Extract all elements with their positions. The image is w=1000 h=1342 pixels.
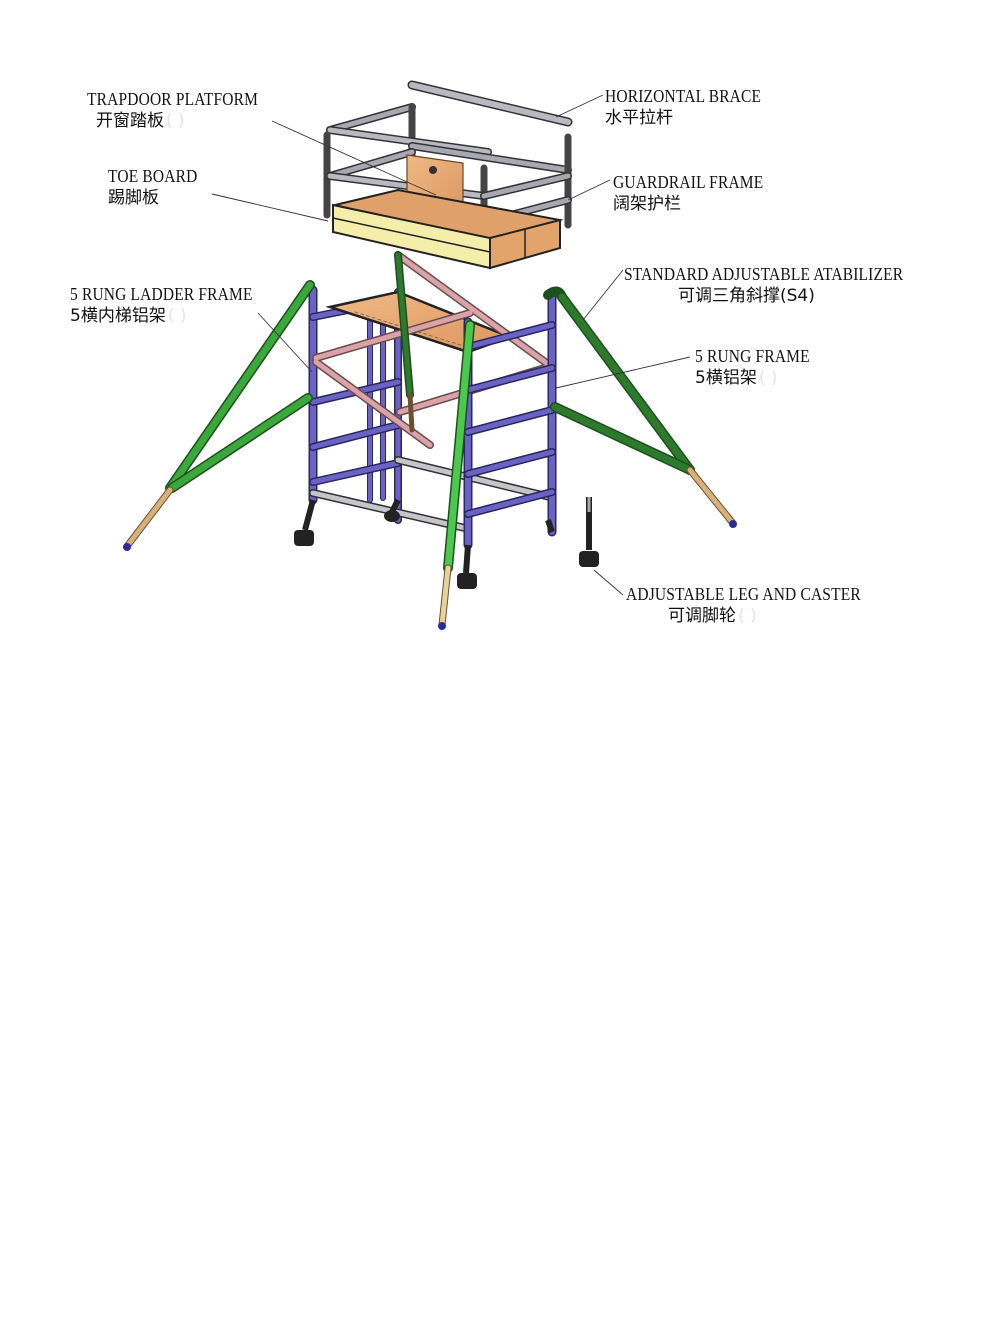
label-en: GUARDRAIL FRAME — [613, 172, 764, 192]
label-en: TOE BOARD — [108, 166, 198, 186]
label-code-obscured: ( ) — [758, 368, 778, 388]
label-code-obscured: ( ) — [166, 111, 185, 131]
label-guardrail-frame: GUARDRAIL FRAME 阔架护栏 — [613, 171, 788, 215]
label-zh: 5横铝架 — [695, 368, 757, 388]
stabilizers — [123, 251, 737, 630]
label-en: TRAPDOOR PLATFORM — [87, 89, 259, 109]
label-zh: 可调脚轮 — [668, 606, 736, 626]
label-zh: 可调三角斜撑(S4) — [678, 286, 815, 306]
casters — [294, 497, 599, 589]
tower-frames — [308, 251, 557, 550]
label-en: STANDARD ADJUSTABLE ATABILIZER — [624, 264, 904, 284]
label-en: 5 RUNG FRAME — [695, 346, 810, 366]
label-horizontal-brace: HORIZONTAL BRACE 水平拉杆 — [605, 85, 787, 129]
label-zh: 阔架护栏 — [613, 194, 681, 214]
label-adjustable-leg-and-caster: ADJUSTABLE LEG AND CASTER 可调脚轮( ) — [626, 583, 899, 627]
label-zh: 水平拉杆 — [605, 108, 673, 128]
label-code-obscured: ( ) — [738, 606, 757, 626]
label-zh: 开窗踏板 — [96, 111, 164, 131]
label-en: ADJUSTABLE LEG AND CASTER — [626, 584, 861, 604]
label-toe-board: TOE BOARD 踢脚板 — [108, 165, 212, 209]
label-en: HORIZONTAL BRACE — [605, 86, 762, 106]
leader-lines — [211, 94, 691, 596]
label-standard-adjustable-stabilizer: STANDARD ADJUSTABLE ATABILIZER 可调三角斜撑(S4… — [624, 263, 949, 307]
label-trapdoor-platform: TRAPDOOR PLATFORM 开窗踏板( ) — [87, 88, 286, 132]
label-en: 5 RUNG LADDER FRAME — [70, 284, 253, 304]
label-zh: 5横内梯铝架 — [70, 306, 166, 326]
trapdoor-platform-drawing — [332, 154, 564, 270]
label-five-rung-ladder-frame: 5 RUNG LADDER FRAME 5横内梯铝架( ) — [70, 283, 282, 327]
label-zh: 踢脚板 — [108, 188, 159, 208]
label-code-obscured: ( ) — [167, 306, 187, 326]
label-five-rung-frame: 5 RUNG FRAME 5横铝架( ) — [695, 345, 828, 389]
